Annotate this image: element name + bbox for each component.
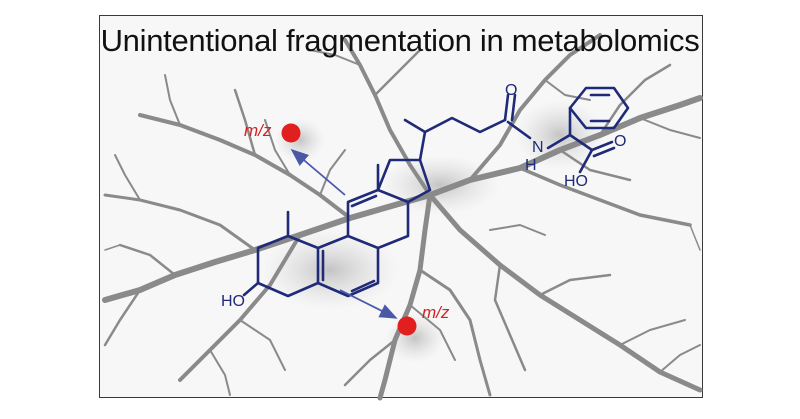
- fragment-arrow-up: [290, 148, 346, 196]
- fragment-ion-dot: [397, 316, 417, 336]
- atom-label-nitrogen: N: [532, 139, 544, 156]
- atom-label-acid-hydroxyl: HO: [564, 173, 588, 190]
- fragment-arrow-down: [339, 289, 398, 319]
- fragment-mz-label: m/z: [422, 303, 450, 322]
- fragment-mz-label: m/z: [244, 121, 272, 140]
- atom-label-hydroxyl: HO: [221, 293, 245, 310]
- atom-label-hydrogen: H: [525, 157, 537, 174]
- fragment-ion-dot: [281, 123, 301, 143]
- atom-label-acid-oxygen: O: [614, 133, 626, 150]
- atom-label-oxygen: O: [505, 82, 517, 99]
- molecule-structure: [242, 86, 630, 298]
- figure-title: Unintentional fragmentation in metabolom…: [100, 23, 700, 58]
